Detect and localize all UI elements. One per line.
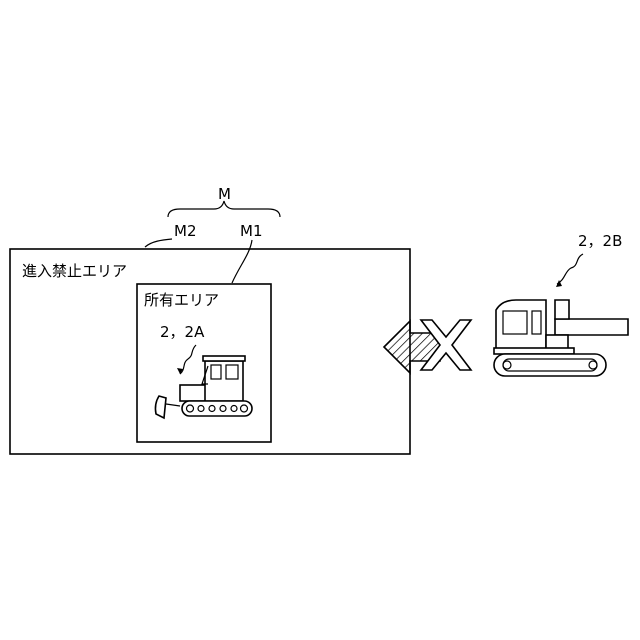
leader-m1 — [232, 240, 252, 283]
no-entry-area-label: 進入禁止エリア — [22, 262, 127, 280]
label-m2: M2 — [174, 222, 197, 240]
brace-m — [168, 201, 280, 217]
machine-a-label: 2，2A — [160, 323, 205, 341]
machine-b-label: 2，2B — [578, 232, 622, 250]
label-m: M — [218, 185, 231, 203]
leader-machine-b — [557, 254, 583, 284]
bulldozer-icon — [155, 356, 252, 418]
excavator-icon — [494, 300, 628, 376]
label-m1: M1 — [240, 222, 263, 240]
owned-area-label: 所有エリア — [144, 291, 219, 309]
leader-m2 — [145, 239, 172, 247]
